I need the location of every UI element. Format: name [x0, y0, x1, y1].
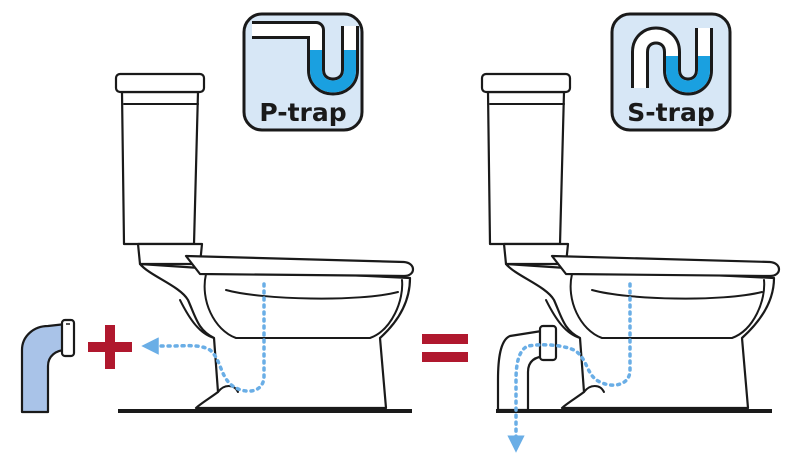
toilet-left-icon [114, 72, 415, 410]
p-trap-badge: P-trap [242, 12, 364, 132]
flow-arrow-right-icon [507, 282, 632, 453]
plus-operator [88, 325, 132, 369]
s-trap-label: S-trap [627, 98, 714, 127]
s-trap-icon [631, 26, 713, 96]
elbow-attached-icon [496, 324, 558, 412]
s-trap-badge: S-trap [610, 12, 732, 132]
elbow-pipe-icon [20, 318, 76, 414]
p-trap-icon [252, 21, 359, 96]
p-trap-label: P-trap [259, 98, 346, 127]
equals-operator [422, 334, 468, 362]
toilet-right-icon [480, 72, 781, 410]
flow-arrow-left-icon [141, 282, 266, 393]
